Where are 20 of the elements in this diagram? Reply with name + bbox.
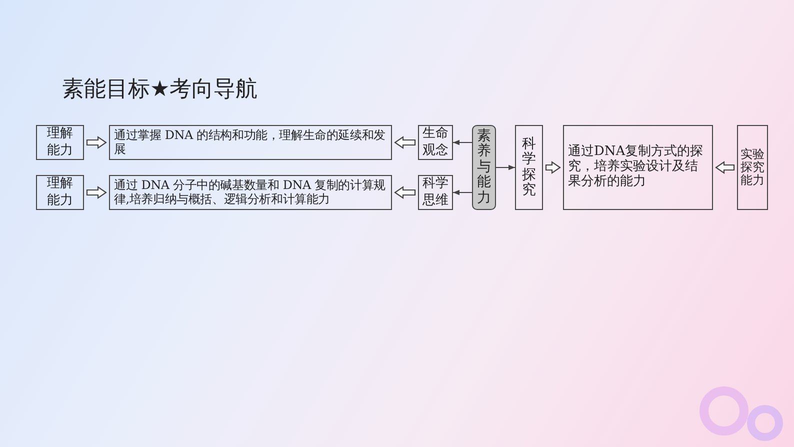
description-box: 通过掌握 DNA 的结构和功能，理解生命的延续和发展 bbox=[109, 125, 392, 160]
arrow bbox=[453, 140, 472, 146]
arrow bbox=[453, 190, 472, 196]
hollow-arrow bbox=[394, 186, 416, 200]
hollow-arrow bbox=[394, 136, 416, 150]
label-box: 理解能力 bbox=[36, 125, 84, 160]
category-box: 科学思维 bbox=[418, 175, 453, 210]
category-box: 科学探究 bbox=[515, 125, 543, 210]
hollow-arrow bbox=[715, 160, 735, 174]
description-box: 通过 DNA 分子中的碱基数量和 DNA 复制的计算规律,培养归纳与概括、逻辑分析和计算能力 bbox=[109, 175, 392, 210]
label-box: 实验探究能力 bbox=[737, 125, 768, 210]
category-box: 生命观念 bbox=[418, 125, 453, 160]
label-box: 理解能力 bbox=[36, 175, 84, 210]
hollow-arrow bbox=[86, 186, 107, 200]
hollow-arrow bbox=[86, 136, 107, 150]
title: 素能目标★考向导航 bbox=[62, 76, 258, 104]
center-box: 素养与能力 bbox=[472, 125, 496, 210]
arrow bbox=[496, 164, 515, 170]
description-box: 通过DNA复制方式的探究，培养实验设计及结果分析的能力 bbox=[563, 125, 713, 210]
hollow-arrow bbox=[545, 160, 561, 174]
